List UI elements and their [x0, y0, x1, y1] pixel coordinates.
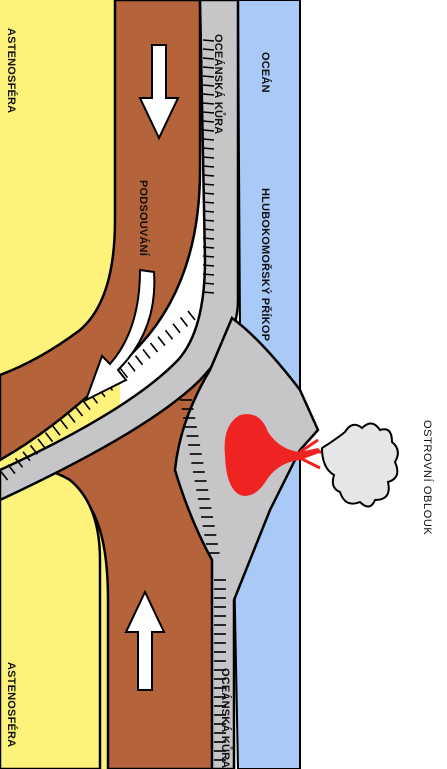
crust-hatch-mark	[203, 265, 214, 266]
crust-hatch-mark	[203, 184, 214, 185]
crust-hatch-mark	[203, 157, 214, 158]
crust-hatch-mark	[181, 317, 188, 326]
label-oceanic-crust-bottom: OCEÁNSKÁ KŮRA	[219, 668, 233, 768]
crust-hatch-mark	[136, 356, 143, 365]
label-trench: HLUBOKOMOŘSKÝ PŘÍKOP	[259, 188, 272, 341]
label-asthenosphere-bottom: ASTENOSFÉRA	[5, 662, 18, 747]
crust-hatch-mark	[203, 202, 214, 203]
crust-hatch-mark	[128, 362, 135, 371]
crust-hatch-mark	[188, 311, 195, 320]
label-oceanic-crust-top: OCEÁNSKÁ KŮRA	[212, 34, 226, 134]
crust-hatch-mark	[151, 343, 158, 352]
label-asthenosphere-top: ASTENOSFÉRA	[5, 28, 18, 113]
crust-hatch-mark	[203, 220, 214, 221]
crust-hatch-mark	[203, 283, 214, 284]
crust-hatch-mark	[203, 175, 214, 176]
crust-hatch-mark	[158, 337, 165, 346]
crust-hatch-mark	[203, 238, 214, 239]
crust-hatch-mark	[203, 256, 214, 257]
crust-hatch-mark	[203, 229, 214, 230]
label-island-arc: OSTROVNÍ OBLOUK	[421, 420, 434, 535]
crust-hatch-mark	[173, 324, 180, 333]
crust-hatch-mark	[203, 274, 214, 275]
crust-hatch-mark	[203, 193, 214, 194]
crust-hatch-mark	[143, 349, 150, 358]
crust-hatch-mark	[166, 330, 173, 339]
label-subduction: PODSOUVÁNÍ	[137, 180, 150, 257]
crust-hatch-mark	[203, 247, 214, 248]
crust-hatch-mark	[203, 292, 214, 293]
crust-hatch-mark	[203, 211, 214, 212]
crust-hatch-mark	[203, 166, 214, 167]
crust-hatch-mark	[203, 139, 214, 140]
crust-hatch-mark	[203, 148, 214, 149]
label-ocean: OCEÁN	[259, 52, 272, 93]
ash-cloud	[322, 423, 398, 506]
